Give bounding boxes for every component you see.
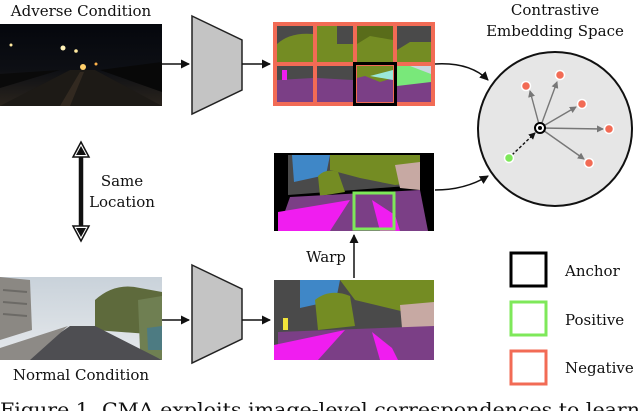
negative-point: [583, 157, 595, 169]
arrow-patches-to-embedding: [434, 63, 489, 81]
push-arrow: [539, 106, 577, 129]
negative-point: [603, 123, 615, 135]
embedding-space: [477, 51, 633, 207]
normal-photo: [0, 277, 162, 360]
positive-point: [503, 152, 515, 164]
anchor-patch-frame: [353, 62, 397, 106]
arrow-warped-to-embedding: [434, 175, 489, 191]
push-arrow: [528, 90, 541, 129]
positive-patch-frame: [352, 191, 396, 231]
same-location-arrow: [71, 140, 91, 243]
legend-anchor-label: Anchor: [564, 262, 621, 280]
negative-point: [554, 69, 566, 81]
warp-label: Warp: [306, 248, 346, 266]
adverse-patch-grid: [273, 22, 435, 106]
pull-arrow: [511, 132, 536, 156]
legend-anchor-swatch: [509, 251, 548, 288]
warped-segmentation: [274, 153, 434, 231]
push-arrow: [539, 81, 559, 129]
figure-caption: Figure 1. CMA exploits image-level corre…: [0, 399, 640, 411]
embedding-space-label: Embedding Space: [486, 22, 624, 40]
push-arrow: [539, 125, 604, 133]
negative-point: [520, 80, 532, 92]
push-arrow: [539, 127, 585, 160]
contrastive-label: Contrastive: [511, 1, 599, 19]
adverse-photo: [0, 24, 162, 106]
normal-condition-label: Normal Condition: [13, 366, 149, 384]
legend-positive-swatch: [509, 300, 548, 337]
normal-segmentation: [274, 280, 434, 360]
legend-negative-label: Negative: [565, 359, 634, 377]
adverse-condition-label: Adverse Condition: [10, 2, 152, 20]
negative-point: [576, 98, 588, 110]
legend-positive-label: Positive: [565, 311, 624, 329]
legend-negative-swatch: [509, 349, 548, 386]
encoder-top: [191, 14, 243, 116]
same-label: Same: [101, 172, 143, 190]
legend: Anchor Positive Negative: [509, 251, 634, 386]
encoder-bottom: [191, 263, 243, 365]
location-label: Location: [89, 193, 155, 211]
